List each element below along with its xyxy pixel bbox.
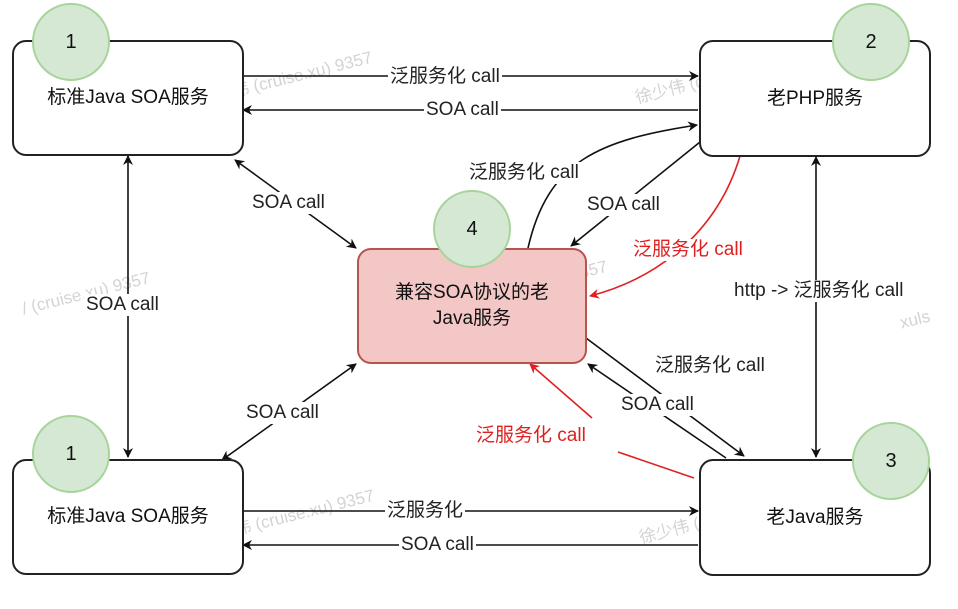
label-old-java-to-center-red: 泛服务化 call — [474, 425, 588, 447]
label-java-top-center: SOA call — [250, 192, 327, 214]
label-old-java-to-center: SOA call — [619, 394, 696, 416]
node-java-soa-bottom-label: 标准Java SOA服务 — [47, 506, 209, 528]
label-center-to-old-java: 泛服务化 call — [653, 355, 767, 377]
label-java-bottom-center: SOA call — [244, 402, 321, 424]
label-php-to-center: SOA call — [585, 194, 662, 216]
label-left-vertical: SOA call — [84, 294, 161, 316]
node-java-soa-top: 标准Java SOA服务 — [12, 40, 244, 156]
badge-3: 3 — [852, 422, 930, 500]
edge-old-java-to-center-red-tail — [529, 363, 593, 419]
label-right-vertical: http -> 泛服务化 call — [732, 280, 906, 302]
badge-2: 2 — [832, 3, 910, 81]
badge-4: 4 — [433, 190, 511, 268]
edge-center-to-php — [527, 121, 698, 249]
label-bottom-right: 泛服务化 — [385, 500, 466, 522]
node-old-java-label: 老Java服务 — [766, 506, 864, 528]
label-top-right: 泛服务化 call — [388, 66, 502, 88]
badge-1-top: 1 — [32, 3, 110, 81]
node-java-soa-top-label: 标准Java SOA服务 — [47, 87, 209, 109]
label-center-to-php: 泛服务化 call — [467, 162, 581, 184]
edge-old-java-to-center-red — [617, 451, 695, 479]
badge-1-bottom: 1 — [32, 415, 110, 493]
node-compatible-java-line2: Java服务 — [432, 308, 512, 329]
label-top-left: SOA call — [424, 99, 501, 121]
label-bottom-left: SOA call — [399, 534, 476, 556]
node-compatible-java-line1: 兼容SOA协议的老 — [394, 282, 550, 304]
label-php-to-center-red: 泛服务化 call — [631, 239, 745, 261]
edge-php-to-center-red — [589, 155, 741, 299]
node-old-php-label: 老PHP服务 — [766, 87, 864, 109]
